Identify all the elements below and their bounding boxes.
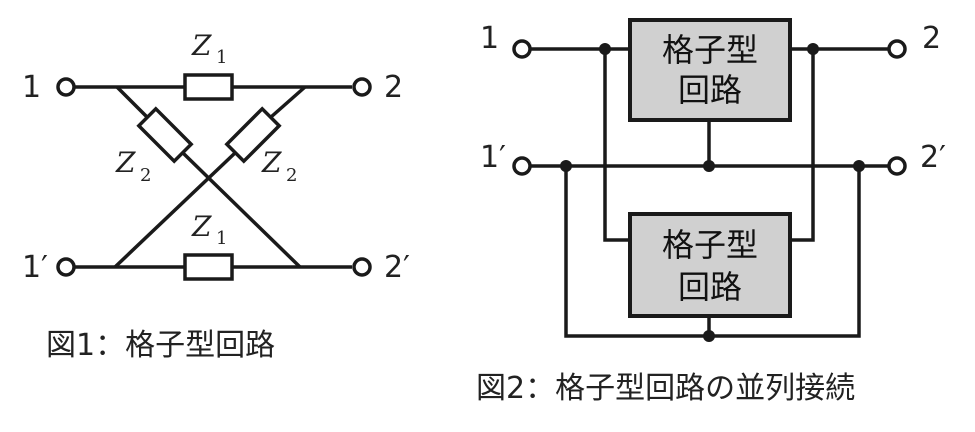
fig1-z1-bottom-resistor — [183, 253, 234, 281]
fig2-label-1p: 1′ — [480, 140, 506, 175]
fig2-junction-top-right — [807, 43, 819, 55]
fig1-lattice-network: 1 2 1′ 2′ Z 1 Z 1 Z 2 Z 2 図1：格子型回路 — [22, 29, 410, 363]
fig2-left-feed — [603, 49, 630, 242]
fig1-label-z1-bottom: Z 1 — [191, 210, 227, 249]
svg-text:Z: Z — [191, 29, 212, 62]
fig1-label-2p: 2′ — [384, 250, 410, 285]
fig1-caption: 図1：格子型回路 — [46, 328, 275, 363]
fig2-terminal-2p — [887, 156, 907, 176]
fig2-box-bottom-line2: 回路 — [678, 268, 742, 306]
fig2-junction-bottom-center — [703, 330, 715, 342]
fig1-terminal-1 — [56, 77, 76, 97]
fig1-label-1: 1 — [22, 70, 41, 105]
fig2-box-bottom-line1: 格子型 — [662, 226, 758, 264]
fig2-box-top-line2: 回路 — [678, 71, 742, 109]
fig1-label-2: 2 — [384, 70, 403, 105]
svg-text:Z: Z — [115, 146, 136, 179]
fig1-terminal-2p — [352, 257, 372, 277]
fig2-label-2p: 2′ — [920, 140, 946, 175]
fig2-junction-mid-left — [560, 160, 572, 172]
fig2-box-top-line1: 格子型 — [662, 31, 758, 69]
fig2-label-2: 2 — [922, 21, 941, 56]
svg-text:2: 2 — [286, 165, 297, 186]
fig2-terminal-2 — [887, 39, 907, 59]
fig2-terminal-1 — [512, 39, 532, 59]
fig1-label-1p: 1′ — [22, 250, 48, 285]
fig2-lattice-box-bottom: 格子型 回路 — [628, 212, 792, 318]
fig2-parallel-connection: 格子型 回路 格子型 回路 1 2 1′ 2′ 図2：格子型回路の並列接続 — [476, 18, 946, 406]
fig1-diag-right-seg2 — [113, 151, 237, 269]
svg-text:1: 1 — [216, 47, 227, 68]
fig2-caption: 図2：格子型回路の並列接続 — [476, 371, 855, 406]
fig1-label-z2-right: Z 2 — [261, 146, 297, 186]
fig2-junction-mid-right — [853, 160, 865, 172]
fig2-label-1: 1 — [480, 21, 499, 56]
svg-text:1: 1 — [216, 228, 227, 249]
fig1-terminal-1p — [56, 257, 76, 277]
fig1-label-z1-top: Z 1 — [191, 29, 227, 68]
svg-text:2: 2 — [140, 165, 151, 186]
fig1-z2-left-resistor — [136, 106, 194, 164]
fig2-right-feed — [790, 49, 815, 242]
svg-text:Z: Z — [191, 210, 212, 243]
fig1-label-z2-left: Z 2 — [115, 146, 151, 186]
fig2-terminal-1p — [512, 156, 532, 176]
fig1-diag-left-seg1 — [115, 85, 149, 119]
fig1-diag-right-seg1 — [269, 85, 307, 119]
fig2-lattice-box-top: 格子型 回路 — [628, 18, 792, 122]
fig1-z1-top-resistor — [183, 73, 234, 101]
svg-text:Z: Z — [261, 146, 282, 179]
fig2-junction-top-left — [599, 43, 611, 55]
fig2-junction-mid-center — [703, 160, 715, 172]
fig1-diag-left-seg2 — [181, 151, 302, 269]
fig1-z2-right-resistor — [224, 106, 282, 164]
fig1-terminal-2 — [352, 77, 372, 97]
